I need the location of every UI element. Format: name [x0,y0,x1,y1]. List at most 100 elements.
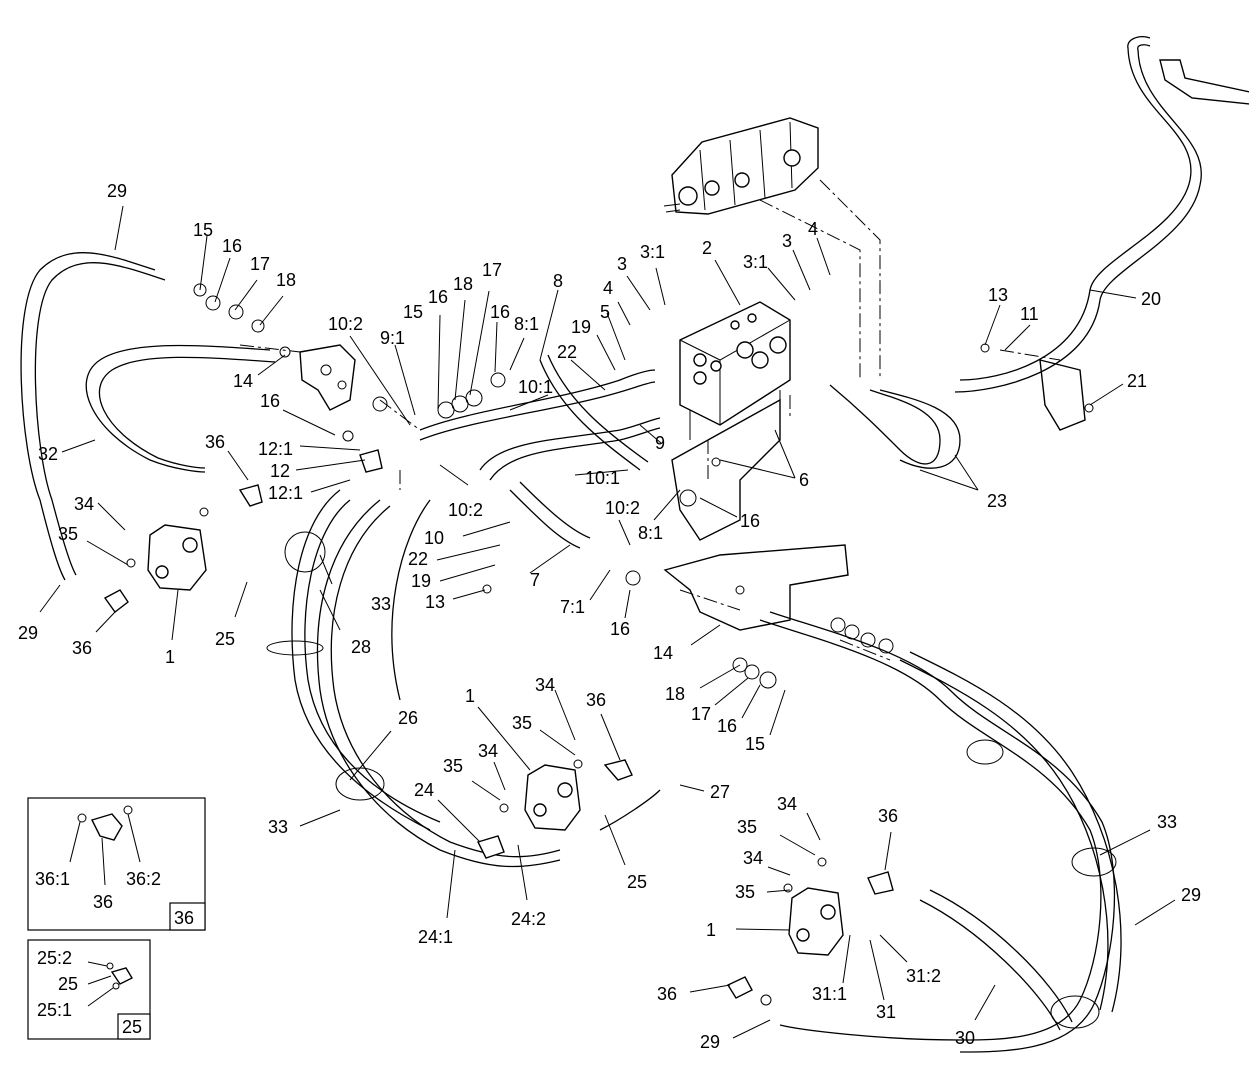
callout-16: 16 [740,511,760,531]
callout-10-1: 10:1 [518,377,553,397]
motor-center [524,764,581,831]
callout-24-2: 24:2 [511,909,546,929]
inset-36: 36:1 36 36:2 36 [27,797,206,931]
callout-9: 9 [655,433,665,453]
callout-16: 16 [428,287,448,307]
inset-25-label-25: 25 [58,974,78,994]
steel-tubes [419,36,1202,549]
right-bracket [663,544,849,631]
callout-33: 33 [371,594,391,614]
motor-right [788,887,844,956]
callout-10: 10 [424,528,444,548]
rear-bracket [1039,59,1249,431]
callout-7-1: 7:1 [560,597,585,617]
callout-25: 25 [627,872,647,892]
callout-28: 28 [351,637,371,657]
callout-12-1: 12:1 [268,483,303,503]
callout-34: 34 [743,848,763,868]
callout-10-2: 10:2 [605,498,640,518]
callout-1: 1 [165,647,175,667]
inset-36-label-36-1: 36:1 [35,869,70,889]
callout-27: 27 [710,782,730,802]
callout-36: 36 [72,638,92,658]
callout-1: 1 [465,686,475,706]
callout-35: 35 [58,524,78,544]
callout-10-1: 10:1 [585,468,620,488]
washers-and-fittings [126,283,1094,1006]
callout-20: 20 [1141,289,1161,309]
callout-17: 17 [691,704,711,724]
callout-31-2: 31:2 [906,966,941,986]
inset-25: 25:2 25 25:1 25 [27,939,151,1040]
callout-34: 34 [535,675,555,695]
hydraulic-pump [663,117,819,215]
callout-33: 33 [1157,812,1177,832]
left-bracket [299,344,356,411]
callout-17: 17 [482,260,502,280]
callout-31: 31 [876,1002,896,1022]
callout-21: 21 [1127,371,1147,391]
hose-straps [266,531,1117,1029]
callout-24-1: 24:1 [418,927,453,947]
callout-22: 22 [557,342,577,362]
callout-29: 29 [107,181,127,201]
callout-16: 16 [717,716,737,736]
callout-34: 34 [478,741,498,761]
callout-9-1: 9:1 [380,328,405,348]
inset-36-label-36-2: 36:2 [126,869,161,889]
hoses [20,252,1122,1053]
callout-29: 29 [18,623,38,643]
callout-17: 17 [250,254,270,274]
callout-labels: 29 15 16 17 18 14 16 32 36 12:1 12 12:1 … [18,181,1201,1052]
callout-26: 26 [398,708,418,728]
callout-16: 16 [490,302,510,322]
callout-31-1: 31:1 [812,984,847,1004]
callout-35: 35 [737,817,757,837]
callout-13: 13 [425,592,445,612]
inset-36-label-36: 36 [93,892,113,912]
callout-8-1: 8:1 [638,523,663,543]
callout-29: 29 [700,1032,720,1052]
callout-35: 35 [512,713,532,733]
callout-10-2: 10:2 [328,314,363,334]
callout-22: 22 [408,549,428,569]
callout-12-1: 12:1 [258,439,293,459]
callout-35: 35 [735,882,755,902]
callout-3: 3 [617,254,627,274]
callout-5: 5 [600,302,610,322]
valve-bracket [671,398,781,541]
inset-25-label-25-1: 25:1 [37,1000,72,1020]
callout-29: 29 [1181,885,1201,905]
callout-36: 36 [878,806,898,826]
callout-34: 34 [777,794,797,814]
callout-11: 11 [1020,304,1039,324]
callout-18: 18 [453,274,473,294]
callout-1: 1 [706,920,716,940]
callout-18: 18 [665,684,685,704]
callout-6: 6 [799,470,809,490]
callout-3-1: 3:1 [640,242,665,262]
inset-25-tag: 25 [122,1017,142,1037]
callout-15: 15 [403,302,423,322]
callout-34: 34 [74,494,94,514]
control-valve [679,301,791,440]
inset-36-tag: 36 [174,908,194,928]
callout-36: 36 [657,984,677,1004]
callout-3: 3 [782,231,792,251]
callout-19: 19 [571,317,591,337]
callout-16: 16 [222,236,242,256]
motor-left [147,524,207,591]
callout-8: 8 [553,271,563,291]
callout-33: 33 [268,817,288,837]
leader-lines [39,205,1176,1039]
callout-4: 4 [808,219,818,239]
callout-36: 36 [205,432,225,452]
callout-36: 36 [586,690,606,710]
callout-15: 15 [193,220,213,240]
callout-32: 32 [38,444,58,464]
callout-25: 25 [215,629,235,649]
callout-19: 19 [411,571,431,591]
callout-16: 16 [610,619,630,639]
callout-12: 12 [270,461,290,481]
